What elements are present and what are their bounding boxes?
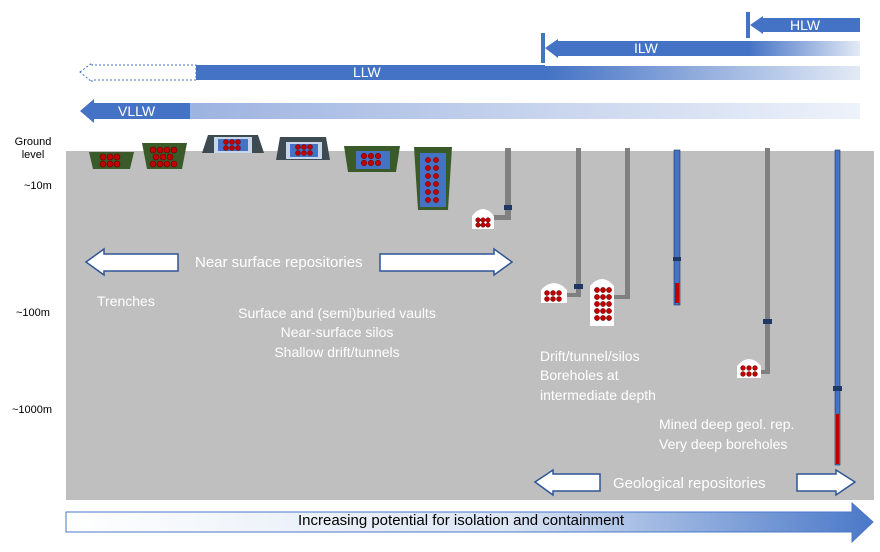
trench-1 — [89, 152, 134, 169]
llw-arrow — [79, 62, 545, 84]
near-surface-title: Near surface repositories — [195, 254, 363, 271]
silos-label: Near-surface silos — [280, 324, 394, 340]
deep-line-1: Mined deep geol. rep. — [659, 416, 795, 432]
hlw-label: HLW — [790, 17, 821, 33]
vaults-label: Surface and (semi)buried vaults — [238, 305, 436, 321]
intermediate-borehole — [673, 149, 681, 306]
shallow-drift — [472, 148, 512, 229]
deep-line-2: Very deep boreholes — [659, 436, 788, 452]
drift-label: Shallow drift/tunnels — [274, 344, 400, 360]
ground-area — [66, 151, 874, 500]
vault-3 — [344, 146, 400, 172]
trench-2 — [142, 143, 187, 169]
vault-2 — [276, 137, 330, 160]
vllw-arrow — [80, 99, 860, 123]
depth-1000m-label: ~1000m — [12, 404, 53, 416]
ground-level-label: Ground level — [14, 136, 52, 161]
geological-arrow-right — [796, 468, 857, 497]
near-surface-arrow-right — [379, 247, 514, 277]
geological-arrow-left — [533, 468, 601, 497]
deep-mined-repository — [737, 148, 772, 378]
intermediate-line-3: intermediate depth — [540, 387, 656, 403]
isolation-arrow — [65, 501, 874, 544]
llw-label: LLW — [353, 64, 381, 80]
geological-title: Geological repositories — [613, 475, 766, 492]
isolation-arrow-label: Increasing potential for isolation and c… — [297, 512, 625, 529]
intermediate-drift — [541, 148, 583, 303]
ilw-arrow — [541, 33, 860, 80]
very-deep-borehole — [833, 149, 842, 466]
intermediate-silo — [590, 148, 630, 326]
vault-1 — [202, 135, 264, 153]
vllw-label: VLLW — [118, 103, 156, 119]
trenches-label: Trenches — [97, 293, 155, 309]
ilw-label: ILW — [634, 40, 658, 56]
near-surface-arrow-left — [84, 247, 179, 277]
depth-100m-label: ~100m — [16, 307, 50, 319]
near-surface-silo — [414, 147, 452, 210]
intermediate-line-2: Boreholes at — [540, 367, 619, 383]
depth-10m-label: ~10m — [24, 180, 52, 192]
intermediate-line-1: Drift/tunnel/silos — [540, 348, 640, 364]
